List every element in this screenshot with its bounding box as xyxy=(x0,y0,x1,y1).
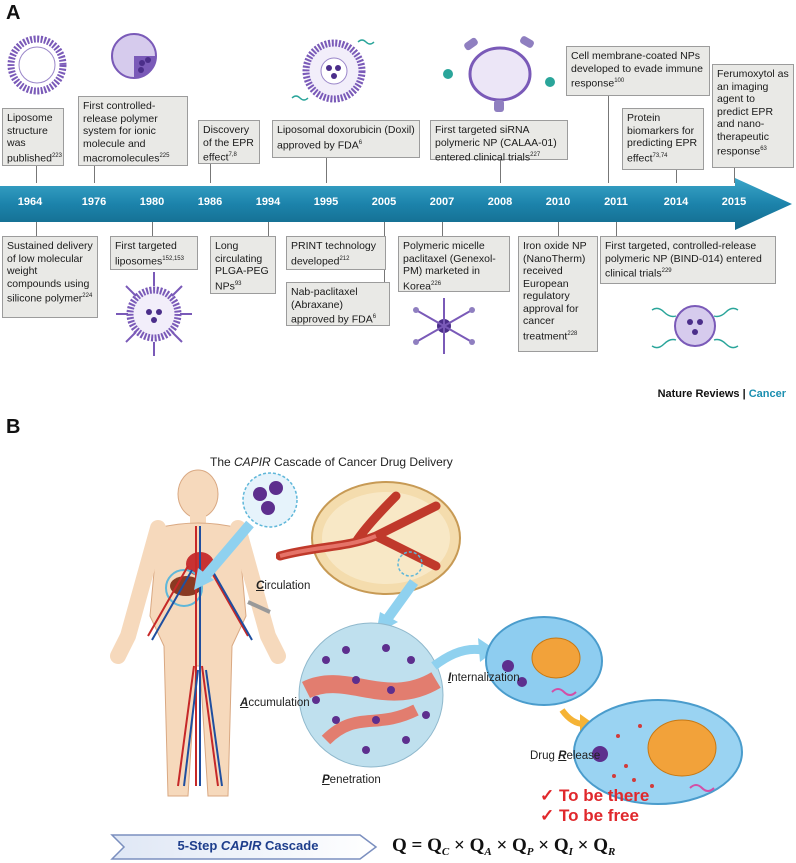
term-qc: QC xyxy=(427,835,450,858)
panel-a-letter: A xyxy=(6,2,21,24)
year-1994: 1994 xyxy=(255,196,281,208)
event-calaa-01: First targeted siRNA polymeric NP (CALAA… xyxy=(430,120,568,164)
year-2008: 2008 xyxy=(487,196,513,208)
event-ferumoxytol: Ferumoxytol as an imaging agent to predi… xyxy=(712,64,794,168)
event-print: PRINT technology developed212 xyxy=(286,236,386,270)
event-cell-membrane: Cell membrane-coated NPs developed to ev… xyxy=(566,46,710,96)
event-epr-discovery: Discovery of the EPR effect7,8 xyxy=(198,120,260,164)
capir-formula: Q = QC × QA × QP × QI × QR xyxy=(392,835,616,858)
connector-line xyxy=(558,222,559,236)
year-2010: 2010 xyxy=(545,196,571,208)
journal-credit: Nature Reviews | Cancer xyxy=(657,388,786,400)
connector-line xyxy=(94,165,95,183)
event-nanotherm: Iron oxide NP (NanoTherm) received Europ… xyxy=(518,236,598,352)
step-circulation-label: Circulation xyxy=(256,580,311,592)
year-1995: 1995 xyxy=(313,196,339,208)
event-silicone-polymer: Sustained delivery of low molecular weig… xyxy=(2,236,98,318)
term-qp: QP xyxy=(512,835,534,858)
step-release-label: Drug Release xyxy=(530,750,601,762)
cascade-title: The CAPIR Cascade of Cancer Drug Deliver… xyxy=(210,455,453,469)
term-qr: QR xyxy=(593,835,616,858)
connector-line xyxy=(734,168,735,183)
connector-line xyxy=(268,222,269,236)
tumor-tissue-illustration xyxy=(276,481,461,595)
connector-line xyxy=(210,163,211,183)
accumulation-tissue-illustration xyxy=(298,622,444,768)
event-protein-biomarkers: Protein biomarkers for predicting EPR ef… xyxy=(622,108,704,170)
panel-b-letter: B xyxy=(6,416,21,438)
event-abraxane: Nab-paclitaxel (Abraxane) approved by FD… xyxy=(286,282,390,326)
goal-to-be-free: ✓ To be free xyxy=(540,806,639,825)
cell-release-illustration xyxy=(573,699,743,805)
year-2005: 2005 xyxy=(371,196,397,208)
step-internalization-label: Internalization xyxy=(448,672,520,684)
human-body-illustration xyxy=(110,469,286,797)
circulation-bubble xyxy=(242,472,298,528)
cascade-label: 5-Step CAPIR Cascade xyxy=(177,838,319,853)
event-controlled-release: First controlled-release polymer system … xyxy=(78,96,188,166)
event-doxil: Liposomal doxorubicin (Doxil) approved b… xyxy=(272,120,420,158)
connector-line xyxy=(36,222,37,236)
year-2014: 2014 xyxy=(663,196,689,208)
event-targeted-liposomes: First targeted liposomes152,153 xyxy=(110,236,198,270)
event-liposome-structure: Liposome structure was published223 xyxy=(2,108,64,166)
step-penetration-label: Penetration xyxy=(322,774,381,786)
step-accumulation-label: Accumulation xyxy=(240,697,310,709)
event-bind-014: First targeted, controlled-release polym… xyxy=(600,236,776,284)
targeted-liposome-illustration xyxy=(116,272,192,356)
bind-014-illustration xyxy=(651,305,739,349)
circulation-arrow xyxy=(194,520,254,590)
year-1980: 1980 xyxy=(139,196,165,208)
connector-line xyxy=(36,165,37,183)
cascade-chevron xyxy=(110,834,378,860)
year-1964: 1964 xyxy=(17,196,43,208)
term-qa: QA xyxy=(469,835,492,858)
liposome-1964-illustration xyxy=(7,35,67,95)
connector-line xyxy=(442,222,443,236)
calaa-01-illustration xyxy=(443,36,555,112)
connector-line xyxy=(326,158,327,183)
connector-line xyxy=(616,222,617,236)
micelle-illustration xyxy=(413,298,475,354)
year-1976: 1976 xyxy=(81,196,107,208)
event-genexol: Polymeric micelle paclitaxel (Genexol-PM… xyxy=(398,236,510,292)
timeline-arrow xyxy=(0,178,792,230)
connector-line xyxy=(676,170,677,183)
year-1986: 1986 xyxy=(197,196,223,208)
connector-line xyxy=(152,222,153,236)
connector-line xyxy=(500,160,501,183)
cell-internalization-illustration xyxy=(485,616,603,706)
event-plga-peg: Long circulating PLGA-PEG NPs93 xyxy=(210,236,276,294)
goal-to-be-there: ✓ To be there xyxy=(540,786,650,805)
year-2011: 2011 xyxy=(604,196,628,208)
connector-line xyxy=(608,96,609,183)
doxil-illustration xyxy=(291,39,375,103)
term-qi: QI xyxy=(553,835,573,858)
year-2015: 2015 xyxy=(721,196,747,208)
year-2007: 2007 xyxy=(429,196,455,208)
polymer-system-illustration xyxy=(111,33,157,79)
